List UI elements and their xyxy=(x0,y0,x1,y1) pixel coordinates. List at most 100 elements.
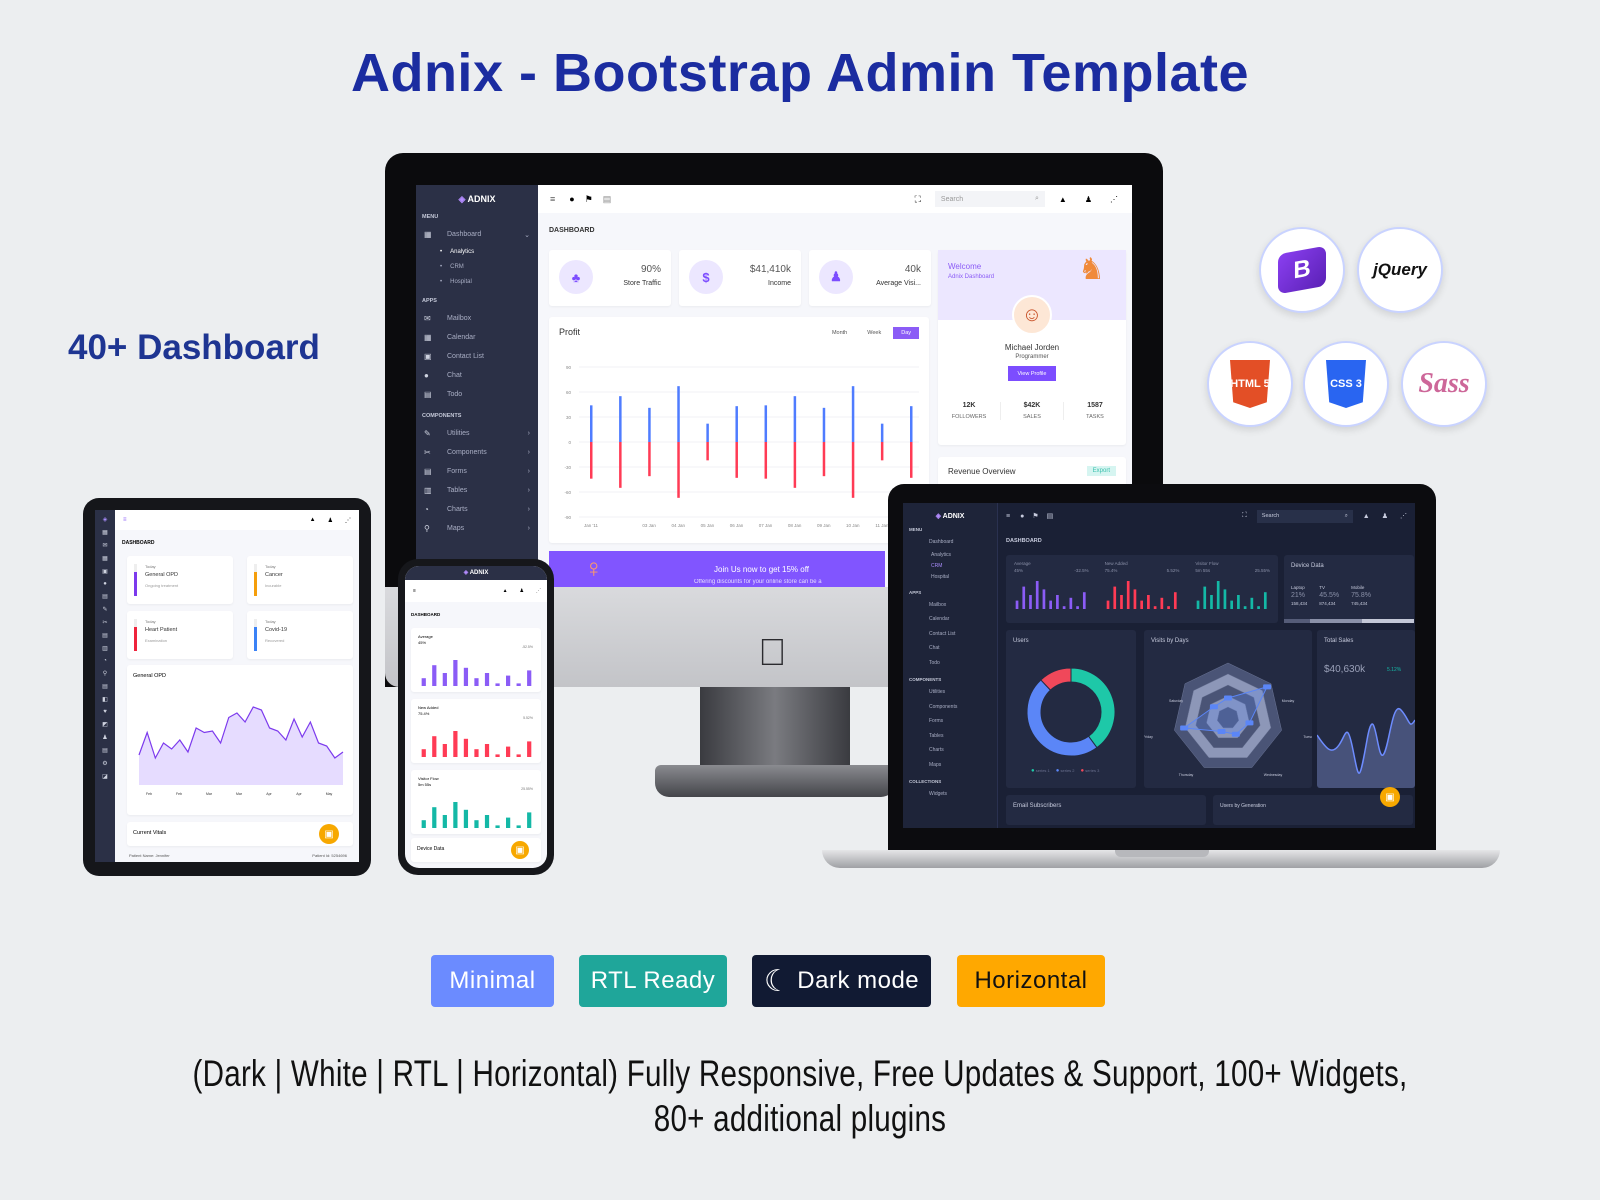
settings-icon[interactable]: ⋰ xyxy=(345,517,351,524)
globe-icon[interactable]: ● xyxy=(1020,512,1025,520)
sidebar-icon[interactable]: ◧ xyxy=(102,697,108,703)
search-icon[interactable]: ⌕ xyxy=(1034,195,1039,202)
sidebar-icon[interactable]: ◩ xyxy=(102,722,108,728)
sidebar-icon[interactable]: ♥ xyxy=(103,709,107,715)
sidebar-item-charts[interactable]: ◔Charts› xyxy=(416,500,538,519)
sidebar-item-chat[interactable]: Chat xyxy=(929,645,940,651)
sidebar-item-analytics[interactable]: Analytics xyxy=(931,551,952,558)
sidebar-item-dashboard[interactable]: ▦Dashboard⌄ xyxy=(416,225,538,244)
mini-stat-change: 5.52% xyxy=(523,716,533,720)
tablet-screen: ◈▦✉▦▣●▤✎✂▤▥◔⚲▤◧♥◩♟▤⚙◪ ≡ ▲ ♟ ⋰ DASHBOARD … xyxy=(95,510,359,862)
sidebar-menu: MENU▦Dashboard⌄AnalyticsCRMHospitalAPPS✉… xyxy=(416,214,538,538)
tab-day[interactable]: Day xyxy=(893,327,919,339)
notification-icon[interactable]: ▲ xyxy=(1058,194,1067,204)
fullscreen-icon[interactable]: ⛶ xyxy=(914,193,921,204)
sidebar-item-widgets[interactable]: Widgets xyxy=(929,791,948,797)
sidebar-icon[interactable]: ▤ xyxy=(102,594,108,600)
menu-toggle-icon[interactable]: ≡ xyxy=(413,588,416,594)
sidebar-icon[interactable]: ✎ xyxy=(102,607,108,613)
sidebar-item-utilities[interactable]: Utilities xyxy=(929,689,946,695)
chat-fab-button[interactable]: ▣ xyxy=(1380,787,1400,807)
sidebar-icon[interactable]: ▤ xyxy=(102,684,108,690)
sidebar-icon[interactable]: ✂ xyxy=(102,620,108,626)
tab-week[interactable]: Week xyxy=(867,330,882,336)
user-icon[interactable]: ♟ xyxy=(1084,194,1092,204)
sidebar-item-tables[interactable]: Tables xyxy=(929,732,944,739)
chat-fab-button[interactable]: ▣ xyxy=(511,841,529,859)
sidebar-item-components[interactable]: ✂Components› xyxy=(416,443,538,462)
utilities-icon: ✎ xyxy=(424,429,431,438)
sidebar-item-components[interactable]: Components xyxy=(929,703,958,710)
sidebar-subitem-hospital[interactable]: Hospital xyxy=(416,274,538,289)
feature-horizontal: Horizontal xyxy=(957,955,1105,1007)
components-icon: ✂ xyxy=(424,448,431,457)
settings-icon[interactable]: ⋰ xyxy=(536,588,541,594)
search-input[interactable]: Search⌕ xyxy=(934,191,1045,207)
menu-toggle-icon[interactable]: ≡ xyxy=(123,517,127,523)
sidebar-item-forms[interactable]: ▤Forms› xyxy=(416,462,538,481)
flag-icon[interactable]: ⚑ xyxy=(1032,513,1039,520)
sidebar-item-contact-list[interactable]: Contact List xyxy=(929,630,956,637)
sidebar-icon[interactable]: ✉ xyxy=(102,543,108,549)
notification-icon[interactable]: ▲ xyxy=(502,588,508,594)
globe-icon[interactable]: ● xyxy=(569,194,575,204)
sidebar-item-tables[interactable]: ▥Tables› xyxy=(416,481,538,500)
device-label: Mobile xyxy=(1351,585,1365,590)
notification-icon[interactable]: ▲ xyxy=(309,517,316,523)
sidebar-item-todo[interactable]: ▤Todo xyxy=(416,385,538,404)
sidebar-icon[interactable]: ◔ xyxy=(103,658,107,664)
fullscreen-icon[interactable]: ⛶ xyxy=(1241,512,1247,519)
sidebar-subitem-crm[interactable]: CRM xyxy=(416,259,538,274)
sidebar-item-maps[interactable]: Maps xyxy=(929,761,942,768)
sidebar-item-utilities[interactable]: ✎Utilities› xyxy=(416,424,538,443)
settings-icon[interactable]: ⋰ xyxy=(1400,513,1407,520)
sidebar-icon[interactable]: ♟ xyxy=(102,735,108,741)
mini-bar xyxy=(484,815,490,828)
sidebar-item-chat[interactable]: ●Chat xyxy=(416,366,538,385)
sidebar-icon[interactable]: ▥ xyxy=(102,646,108,652)
sidebar-icon[interactable]: ● xyxy=(103,581,107,587)
settings-icon[interactable]: ⋰ xyxy=(1110,194,1118,204)
sidebar-item-maps[interactable]: ⚲Maps› xyxy=(416,519,538,538)
clipboard-icon[interactable]: ▤ xyxy=(602,193,612,204)
sidebar-icon[interactable]: ⚲ xyxy=(102,671,108,677)
y-tick-label: -30 xyxy=(564,465,571,470)
sidebar-item-calendar[interactable]: ▦Calendar xyxy=(416,328,538,347)
sidebar-item-mailbox[interactable]: ✉Mailbox xyxy=(416,309,538,328)
menu-toggle-icon[interactable]: ≡ xyxy=(550,194,556,204)
user-icon[interactable]: ♟ xyxy=(327,517,333,524)
sidebar-icon[interactable]: ▣ xyxy=(102,569,108,575)
sidebar-icon[interactable]: ▦ xyxy=(102,530,108,536)
search-input[interactable]: Search⌕ xyxy=(1256,509,1353,523)
sidebar-item-contact-list[interactable]: ▣Contact List xyxy=(416,347,538,366)
sidebar-item-crm[interactable]: CRM xyxy=(931,562,943,569)
x-tick-label: 10 Jan xyxy=(846,523,860,528)
sidebar-item-todo[interactable]: Todo xyxy=(929,659,940,666)
tab-month[interactable]: Month xyxy=(831,330,848,336)
sidebar-item-dashboard[interactable]: Dashboard xyxy=(929,539,954,545)
clipboard-icon[interactable]: ▤ xyxy=(1046,513,1054,520)
export-button[interactable]: Export xyxy=(1086,466,1116,476)
sidebar-icon[interactable]: ⚙ xyxy=(102,761,108,767)
maps-icon: ⚲ xyxy=(424,524,430,533)
user-icon[interactable]: ♟ xyxy=(519,588,524,594)
user-icon[interactable]: ♟ xyxy=(1381,513,1388,520)
sidebar-icon[interactable]: ▦ xyxy=(102,556,108,562)
legend-label: series 3 xyxy=(1085,768,1100,773)
menu-toggle-icon[interactable]: ≡ xyxy=(1006,512,1011,520)
notification-icon[interactable]: ▲ xyxy=(1362,512,1370,520)
sidebar-item-charts[interactable]: Charts xyxy=(929,747,944,753)
sidebar-icon[interactable]: ◈ xyxy=(102,517,108,523)
sidebar-item-calendar[interactable]: Calendar xyxy=(929,616,950,622)
sidebar-item-forms[interactable]: Forms xyxy=(929,718,944,724)
chat-fab-button[interactable]: ▣ xyxy=(319,824,339,844)
view-profile-button[interactable]: View Profile xyxy=(1008,366,1056,381)
flag-icon[interactable]: ⚑ xyxy=(584,193,593,204)
search-icon[interactable]: ⌕ xyxy=(1344,512,1348,519)
sidebar-subitem-analytics[interactable]: Analytics xyxy=(416,244,538,259)
sidebar-item-mailbox[interactable]: Mailbox xyxy=(929,601,947,608)
sidebar-item-hospital[interactable]: Hospital xyxy=(931,573,950,580)
sidebar-icon[interactable]: ◪ xyxy=(102,774,108,780)
sidebar-icon[interactable]: ▤ xyxy=(102,633,108,639)
sidebar-icon[interactable]: ▤ xyxy=(102,748,108,754)
